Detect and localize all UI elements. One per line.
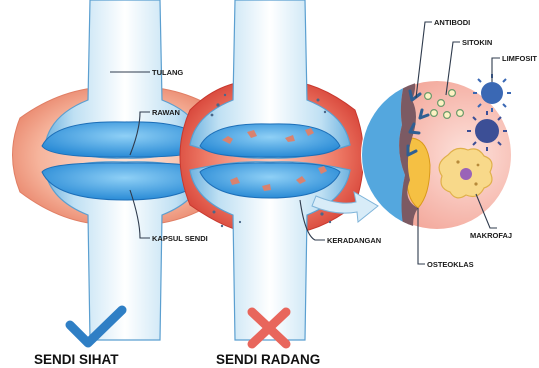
label-sitokin: SITOKIN — [462, 38, 492, 47]
label-keradangan: KERADANGAN — [327, 236, 381, 245]
label-antibodi: ANTIBODI — [434, 18, 470, 27]
label-kapsul-sendi: KAPSUL SENDI — [152, 234, 208, 243]
label-tulang: TULANG — [152, 68, 183, 77]
zoom-detail — [355, 60, 512, 240]
label-makrofaj: MAKROFAJ — [470, 231, 512, 240]
caption-inflamed: SENDI RADANG — [216, 352, 320, 367]
label-osteoklas: OSTEOKLAS — [427, 260, 474, 269]
caption-healthy: SENDI SIHAT — [34, 352, 119, 367]
damaged-cartilage-top — [200, 124, 340, 157]
inflamed-joint — [180, 0, 364, 344]
label-limfosit: LIMFOSIT — [502, 54, 537, 63]
label-rawan: RAWAN — [152, 108, 180, 117]
